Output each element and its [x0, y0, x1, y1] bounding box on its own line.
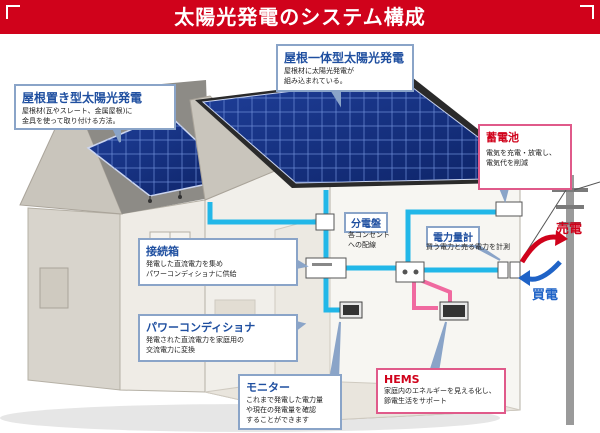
- power-conditioner-desc: 発電された直流電力を家庭用の 交流電力に変換: [146, 336, 244, 354]
- monitor-desc: これまで発電した電力量 や現在の発電量を確認 することができます: [246, 396, 323, 424]
- power-conditioner-unit: [305, 257, 347, 279]
- hems-unit: [439, 301, 469, 321]
- diagram-title: 太陽光発電のシステム構成: [174, 5, 426, 29]
- junction-box: [315, 213, 335, 231]
- storage-battery-title: 蓄電池: [486, 131, 519, 144]
- data-wiring: [412, 278, 452, 310]
- callout-hems: HEMS 家庭内のエネルギーを見える化し、 節電生活をサポート: [376, 368, 506, 414]
- monitor-unit: [339, 301, 363, 319]
- sell-arrow: [519, 230, 568, 264]
- junction-box-title: 接続箱: [146, 245, 179, 258]
- power-meter-desc: 買う電力と売る電力を計測: [426, 243, 510, 251]
- power-meter-tag: 電力量計: [426, 226, 480, 247]
- storage-battery-desc: 電気を充電・放電し、 電気代を削減: [486, 149, 556, 167]
- callout-monitor: モニター これまで発電した電力量 や現在の発電量を確認 することができます: [238, 374, 342, 430]
- power-meter-unit: [497, 261, 521, 279]
- storage-battery-unit: [495, 201, 523, 217]
- roof-integrated-solar-panel: [195, 74, 545, 188]
- distribution-board-desc: 各コンセント への配線: [348, 231, 390, 249]
- roof-integrated-desc: 屋根材に太陽光発電が 組み込まれている。: [284, 67, 354, 85]
- buy-label: 買電: [532, 288, 559, 303]
- dc-wiring: [207, 190, 498, 313]
- corner-mark-top-left: [6, 5, 20, 19]
- corner-mark-top-right: [580, 5, 594, 19]
- distribution-board-tag: 分電盤: [344, 212, 388, 233]
- callout-roof-mounted: 屋根置き型太陽光発電 屋根材(瓦やスレート、金属屋根)に 金具を使って取り付ける…: [14, 84, 176, 130]
- distribution-board-unit: [395, 261, 425, 283]
- monitor-title: モニター: [246, 381, 290, 394]
- sell-label: 売電: [556, 222, 583, 237]
- callout-storage-battery: 蓄電池 電気を充電・放電し、 電気代を削減: [478, 124, 572, 190]
- roof-mounted-title: 屋根置き型太陽光発電: [22, 91, 143, 105]
- title-bar: [0, 0, 600, 34]
- buy-arrow: [518, 260, 562, 286]
- power-conditioner-title: パワーコンディショナ: [146, 321, 256, 334]
- callout-junction-box: 接続箱 発電した直流電力を集め パワーコンディショナに供給: [138, 238, 298, 286]
- hems-title: HEMS: [384, 373, 420, 386]
- hems-desc: 家庭内のエネルギーを見える化し、 節電生活をサポート: [384, 387, 496, 405]
- junction-box-desc: 発電した直流電力を集め パワーコンディショナに供給: [146, 260, 237, 278]
- callout-connectors: [110, 87, 510, 381]
- roof-mounted-desc: 屋根材(瓦やスレート、金属屋根)に 金具を使って取り付ける方法。: [22, 107, 133, 125]
- callout-power-conditioner: パワーコンディショナ 発電された直流電力を家庭用の 交流電力に変換: [138, 314, 298, 362]
- roof-integrated-title: 屋根一体型太陽光発電: [284, 51, 405, 65]
- callout-roof-integrated: 屋根一体型太陽光発電 屋根材に太陽光発電が 組み込まれている。: [276, 44, 414, 92]
